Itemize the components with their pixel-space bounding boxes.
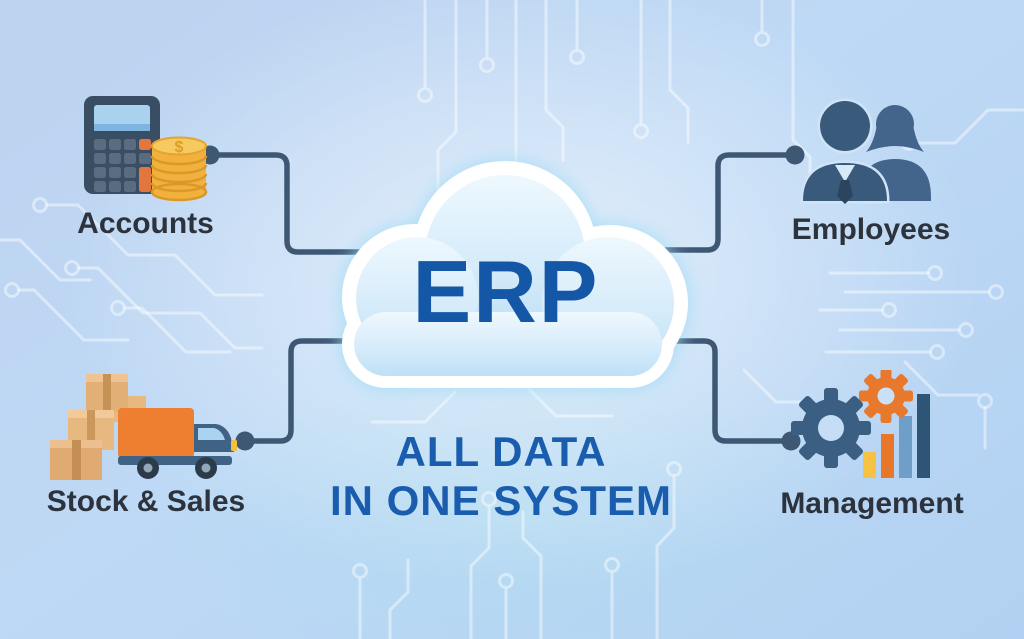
tagline-line2: IN ONE SYSTEM xyxy=(329,476,673,524)
small-gear-icon xyxy=(859,370,913,423)
connector-dot-management xyxy=(781,431,801,451)
tagline-line1: ALL DATA xyxy=(395,428,607,475)
erp-cloud-title: ERP xyxy=(412,242,600,341)
connector-management xyxy=(647,338,794,444)
dollar-sign-icon: $ xyxy=(174,139,183,156)
connector-dot-employees xyxy=(785,145,805,165)
node-label-employees: Employees xyxy=(791,213,951,246)
node-label-stock-sales: Stock & Sales xyxy=(46,485,246,518)
collar-icon xyxy=(835,165,855,182)
calculator-coins-icon: $ xyxy=(83,96,207,202)
connector-stock xyxy=(242,338,373,444)
team-icon xyxy=(800,98,931,204)
boxes-truck-icon xyxy=(50,374,237,480)
cloud-body xyxy=(354,175,674,376)
node-employees: Employees xyxy=(775,96,967,247)
tagline: ALL DATA IN ONE SYSTEM xyxy=(251,428,751,525)
node-label-accounts: Accounts xyxy=(77,207,214,240)
truck-icon xyxy=(118,408,237,479)
tie-icon xyxy=(837,180,853,204)
connector-employees xyxy=(637,152,798,253)
connector-accounts xyxy=(207,152,383,255)
node-management: Management xyxy=(778,370,966,521)
large-gear-icon xyxy=(791,388,871,468)
node-stock-sales: Stock & Sales xyxy=(40,374,252,519)
connector-dot-stock xyxy=(235,431,255,451)
man-silhouette-icon xyxy=(800,98,890,204)
cloud-shape xyxy=(342,161,688,388)
node-label-management: Management xyxy=(780,487,964,520)
bar-chart-icon xyxy=(863,394,930,478)
gears-barchart-icon xyxy=(791,370,930,478)
node-accounts: $ Accounts xyxy=(48,94,243,241)
coin-stack-icon: $ xyxy=(150,136,207,202)
